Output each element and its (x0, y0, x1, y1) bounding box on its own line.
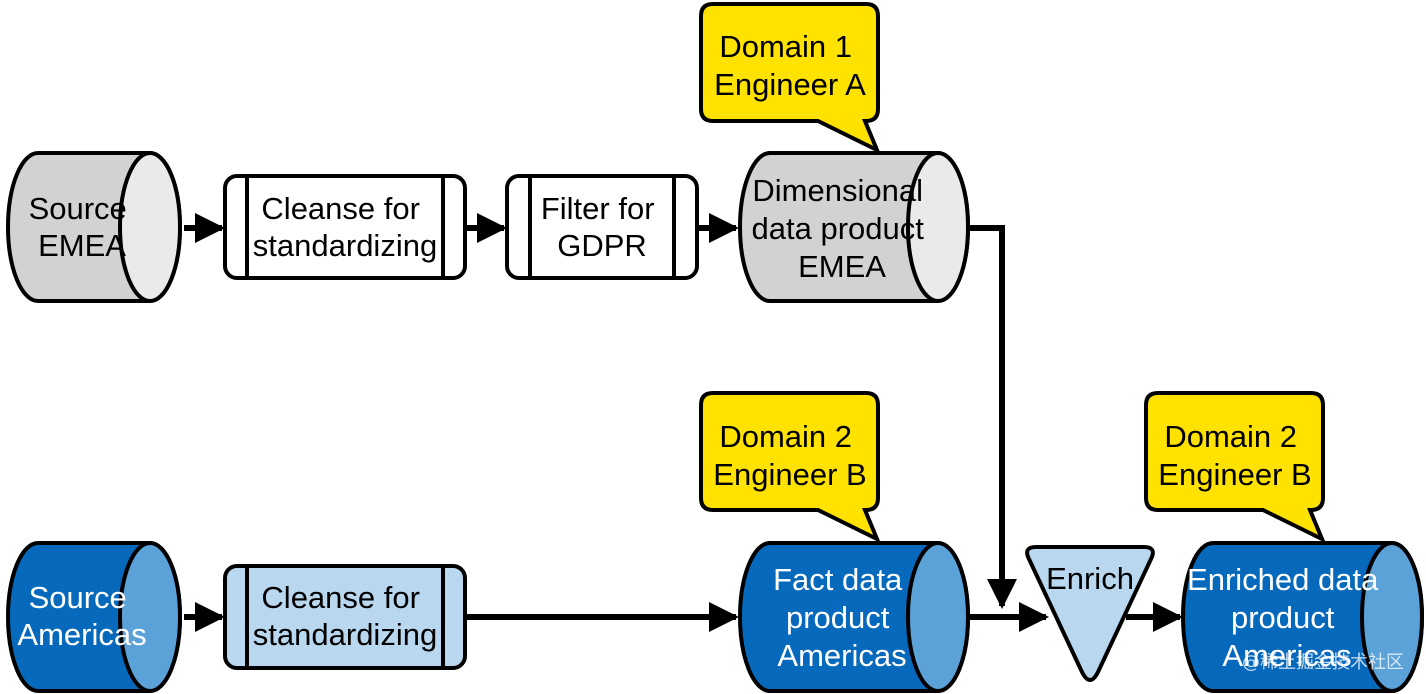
node-source-emea: Source EMEA (6, 150, 182, 304)
connectors (184, 213, 1183, 632)
cylinder-end (906, 150, 970, 304)
speech-bubble (1144, 391, 1326, 544)
node-fact-data-product-americas: Fact data product Americas (738, 540, 970, 694)
callout-domain2-engineer-b-enriched: Domain 2 Engineer B (1144, 391, 1326, 544)
process-box (223, 564, 467, 670)
speech-bubble (699, 391, 881, 544)
node-enriched-data-product-americas: Enriched data product Americas (1181, 540, 1424, 694)
node-source-americas: Source Americas (6, 540, 182, 694)
watermark: @稀土掘金技术社区 (1242, 652, 1404, 673)
node-label: Cleanse for standardizing (253, 191, 437, 263)
node-cleanse-emea: Cleanse for standardizing (223, 174, 467, 280)
callout-domain1-engineer-a: Domain 1 Engineer A (699, 2, 881, 155)
cylinder-end (1360, 540, 1424, 694)
node-label: Enriched data product Americas (1187, 562, 1387, 673)
callout-label: Domain 2 Engineer B (1158, 419, 1311, 492)
node-label: Dimensional data product EMEA (752, 173, 933, 284)
node-filter-gdpr: Filter for GDPR (505, 174, 699, 280)
node-label: Source Americas (17, 580, 146, 652)
cylinder-end (118, 540, 182, 694)
node-cleanse-americas: Cleanse for standardizing (223, 564, 467, 670)
node-label: Filter for GDPR (541, 191, 663, 263)
speech-bubble (699, 2, 881, 155)
node-label: Fact data product Americas (773, 562, 911, 673)
callout-label: Domain 1 Engineer A (714, 29, 866, 102)
arrow-dimensional-to-enrich (968, 225, 1017, 609)
cylinder-end (118, 150, 182, 304)
callout-domain2-engineer-b-fact: Domain 2 Engineer B (699, 391, 881, 544)
node-enrich: Enrich (1025, 545, 1155, 682)
node-label: Cleanse for standardizing (253, 580, 437, 652)
process-box (223, 174, 467, 280)
process-box (505, 174, 699, 280)
node-dimensional-data-product-emea: Dimensional data product EMEA (738, 150, 970, 304)
enrich-triangle (1025, 545, 1155, 682)
cylinder-end (906, 540, 970, 694)
node-label: Enrich (1046, 561, 1134, 596)
callout-label: Domain 2 Engineer B (713, 419, 866, 492)
node-label: Source EMEA (29, 191, 136, 263)
